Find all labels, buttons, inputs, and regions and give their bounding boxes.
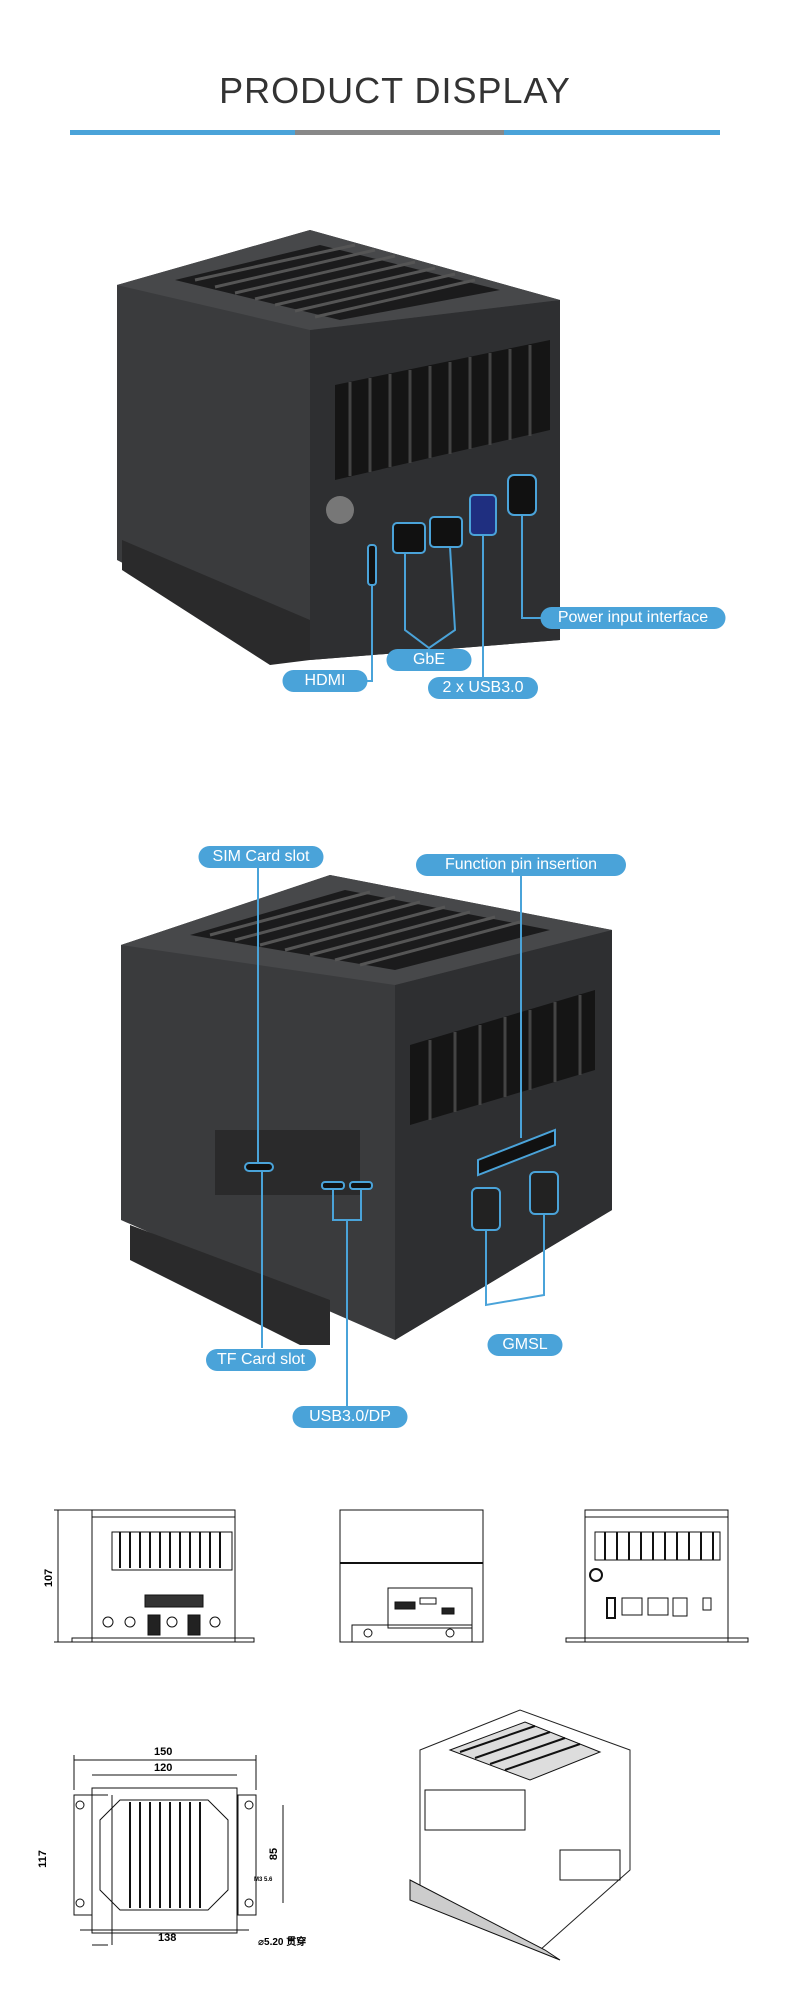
product-image-front xyxy=(117,230,560,682)
dimension-drawings xyxy=(54,1509,749,1961)
function-pin-label: Function pin insertion xyxy=(416,854,626,876)
height-dimension: 107 xyxy=(43,1568,56,1588)
sim-card-slot-label: SIM Card slot xyxy=(198,846,324,868)
title-underline-right xyxy=(504,130,720,135)
hole-pitch-dimension: 85 xyxy=(268,1847,281,1861)
page-title: PRODUCT DISPLAY xyxy=(219,70,571,111)
title-underline-center xyxy=(295,130,504,135)
product-image-rear xyxy=(121,857,612,1406)
hole-span-dimension: 138 xyxy=(158,1932,177,1944)
power-input-label: Power input interface xyxy=(540,607,726,629)
hdmi-label: HDMI xyxy=(282,670,368,692)
tf-card-slot-label: TF Card slot xyxy=(206,1349,316,1371)
usb3-dp-label: USB3.0/DP xyxy=(292,1406,408,1428)
usb3-label: 2 x USB3.0 xyxy=(428,677,538,699)
hole-diameter-note: ⌀5.20 贯穿 xyxy=(258,1937,307,1948)
gmsl-label: GMSL xyxy=(487,1334,563,1356)
title-underline-left xyxy=(70,130,295,135)
inner-width-dimension: 120 xyxy=(154,1762,173,1774)
gbe-label: GbE xyxy=(386,649,472,671)
depth-dimension: 117 xyxy=(36,1850,49,1868)
outer-width-dimension: 150 xyxy=(154,1746,173,1758)
screw-note: M3 5.6 xyxy=(254,1877,273,1883)
